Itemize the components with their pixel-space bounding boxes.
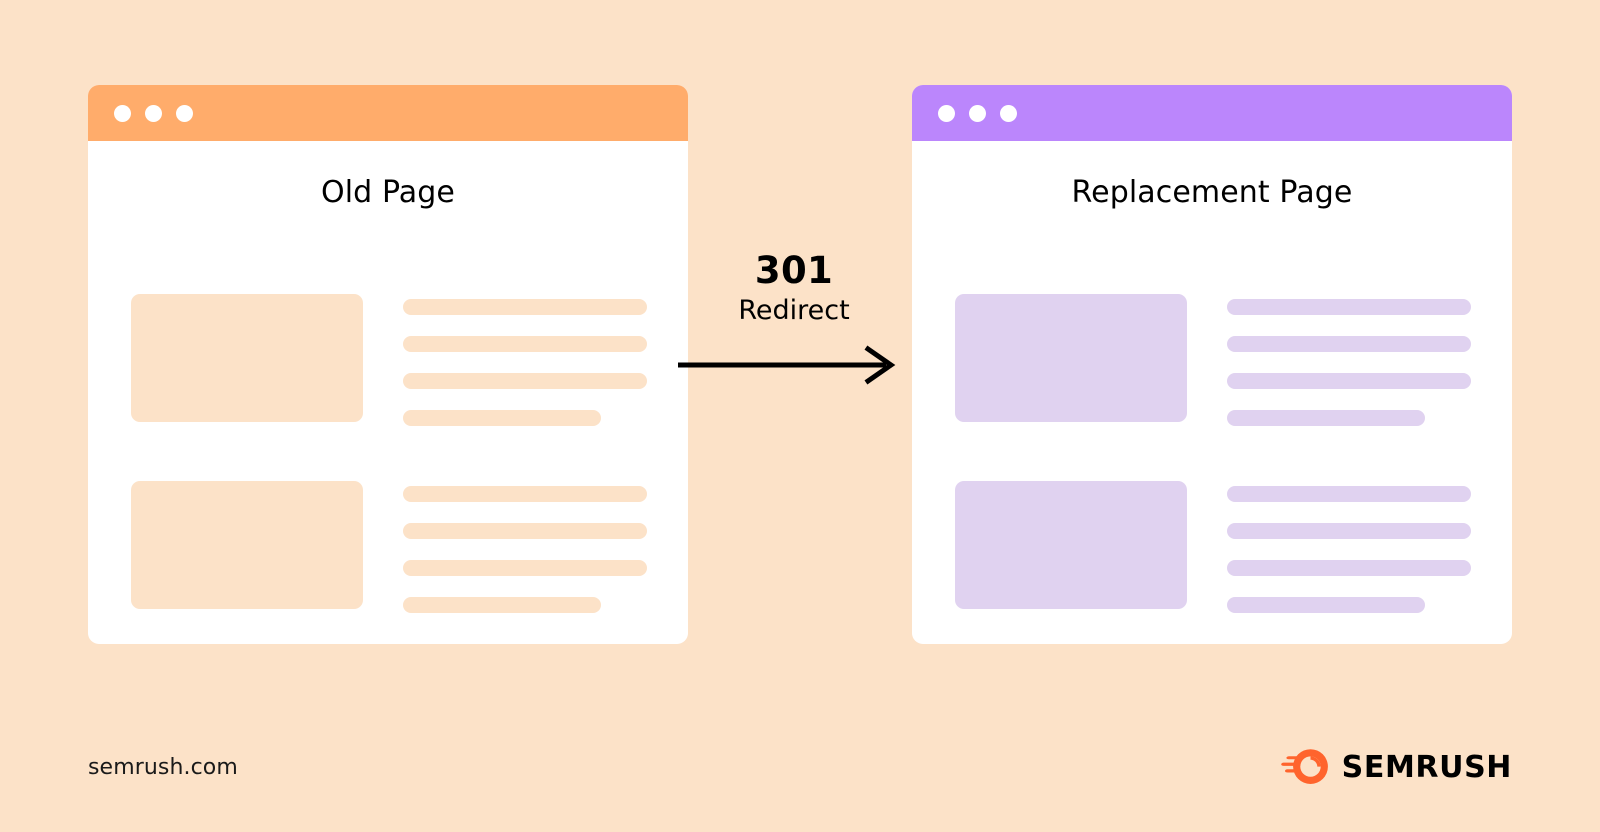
text-line-placeholder bbox=[1227, 336, 1471, 352]
redirect-label-group: 301 Redirect bbox=[688, 249, 900, 328]
footer-site-url: semrush.com bbox=[88, 755, 238, 780]
page-body-replacement-page: Replacement Page bbox=[912, 141, 1512, 644]
text-line-group bbox=[1227, 294, 1471, 426]
text-line-placeholder bbox=[403, 523, 647, 539]
image-placeholder bbox=[131, 294, 363, 422]
traffic-light-dot-icon[interactable] bbox=[114, 104, 131, 122]
window-controls-replacement-page bbox=[938, 104, 1017, 122]
text-line-placeholder bbox=[1227, 486, 1471, 502]
text-line-placeholder bbox=[1227, 410, 1425, 426]
text-line-placeholder bbox=[1227, 523, 1471, 539]
window-controls-old-page bbox=[114, 104, 193, 122]
text-line-placeholder bbox=[1227, 299, 1471, 315]
text-line-placeholder bbox=[1227, 597, 1425, 613]
semrush-wordmark: SEMRUSH bbox=[1341, 749, 1512, 785]
titlebar-replacement-page bbox=[912, 85, 1512, 141]
page-title-replacement-page: Replacement Page bbox=[1071, 175, 1353, 210]
page-body-old-page: Old Page bbox=[88, 141, 688, 644]
text-line-placeholder bbox=[403, 560, 647, 576]
text-line-placeholder bbox=[1227, 560, 1471, 576]
browser-window-replacement-page: Replacement Page bbox=[912, 85, 1512, 644]
text-line-placeholder bbox=[403, 597, 601, 613]
text-line-group bbox=[403, 294, 647, 426]
browser-window-old-page: Old Page bbox=[88, 85, 688, 644]
image-placeholder bbox=[955, 481, 1187, 609]
text-line-group bbox=[403, 481, 647, 613]
traffic-light-dot-icon[interactable] bbox=[145, 104, 162, 122]
text-line-placeholder bbox=[403, 336, 647, 352]
redirect-status-code: 301 bbox=[754, 249, 834, 292]
text-line-placeholder bbox=[1227, 373, 1471, 389]
arrow-right-icon bbox=[676, 344, 900, 386]
image-placeholder bbox=[131, 481, 363, 609]
semrush-comet-logo-icon bbox=[1280, 748, 1329, 786]
page-title-old-page: Old Page bbox=[321, 175, 455, 210]
content-block bbox=[131, 294, 647, 426]
text-line-placeholder bbox=[403, 299, 647, 315]
content-block bbox=[955, 481, 1471, 613]
content-block bbox=[955, 294, 1471, 426]
titlebar-old-page bbox=[88, 85, 688, 141]
traffic-light-dot-icon[interactable] bbox=[176, 104, 193, 122]
content-block bbox=[131, 481, 647, 613]
redirect-label: Redirect bbox=[738, 294, 850, 326]
text-line-placeholder bbox=[403, 373, 647, 389]
traffic-light-dot-icon[interactable] bbox=[1000, 104, 1017, 122]
text-line-placeholder bbox=[403, 410, 601, 426]
text-line-placeholder bbox=[403, 486, 647, 502]
semrush-brand-lockup: SEMRUSH bbox=[1280, 748, 1512, 786]
traffic-light-dot-icon[interactable] bbox=[969, 104, 986, 122]
traffic-light-dot-icon[interactable] bbox=[938, 104, 955, 122]
text-line-group bbox=[1227, 481, 1471, 613]
image-placeholder bbox=[955, 294, 1187, 422]
